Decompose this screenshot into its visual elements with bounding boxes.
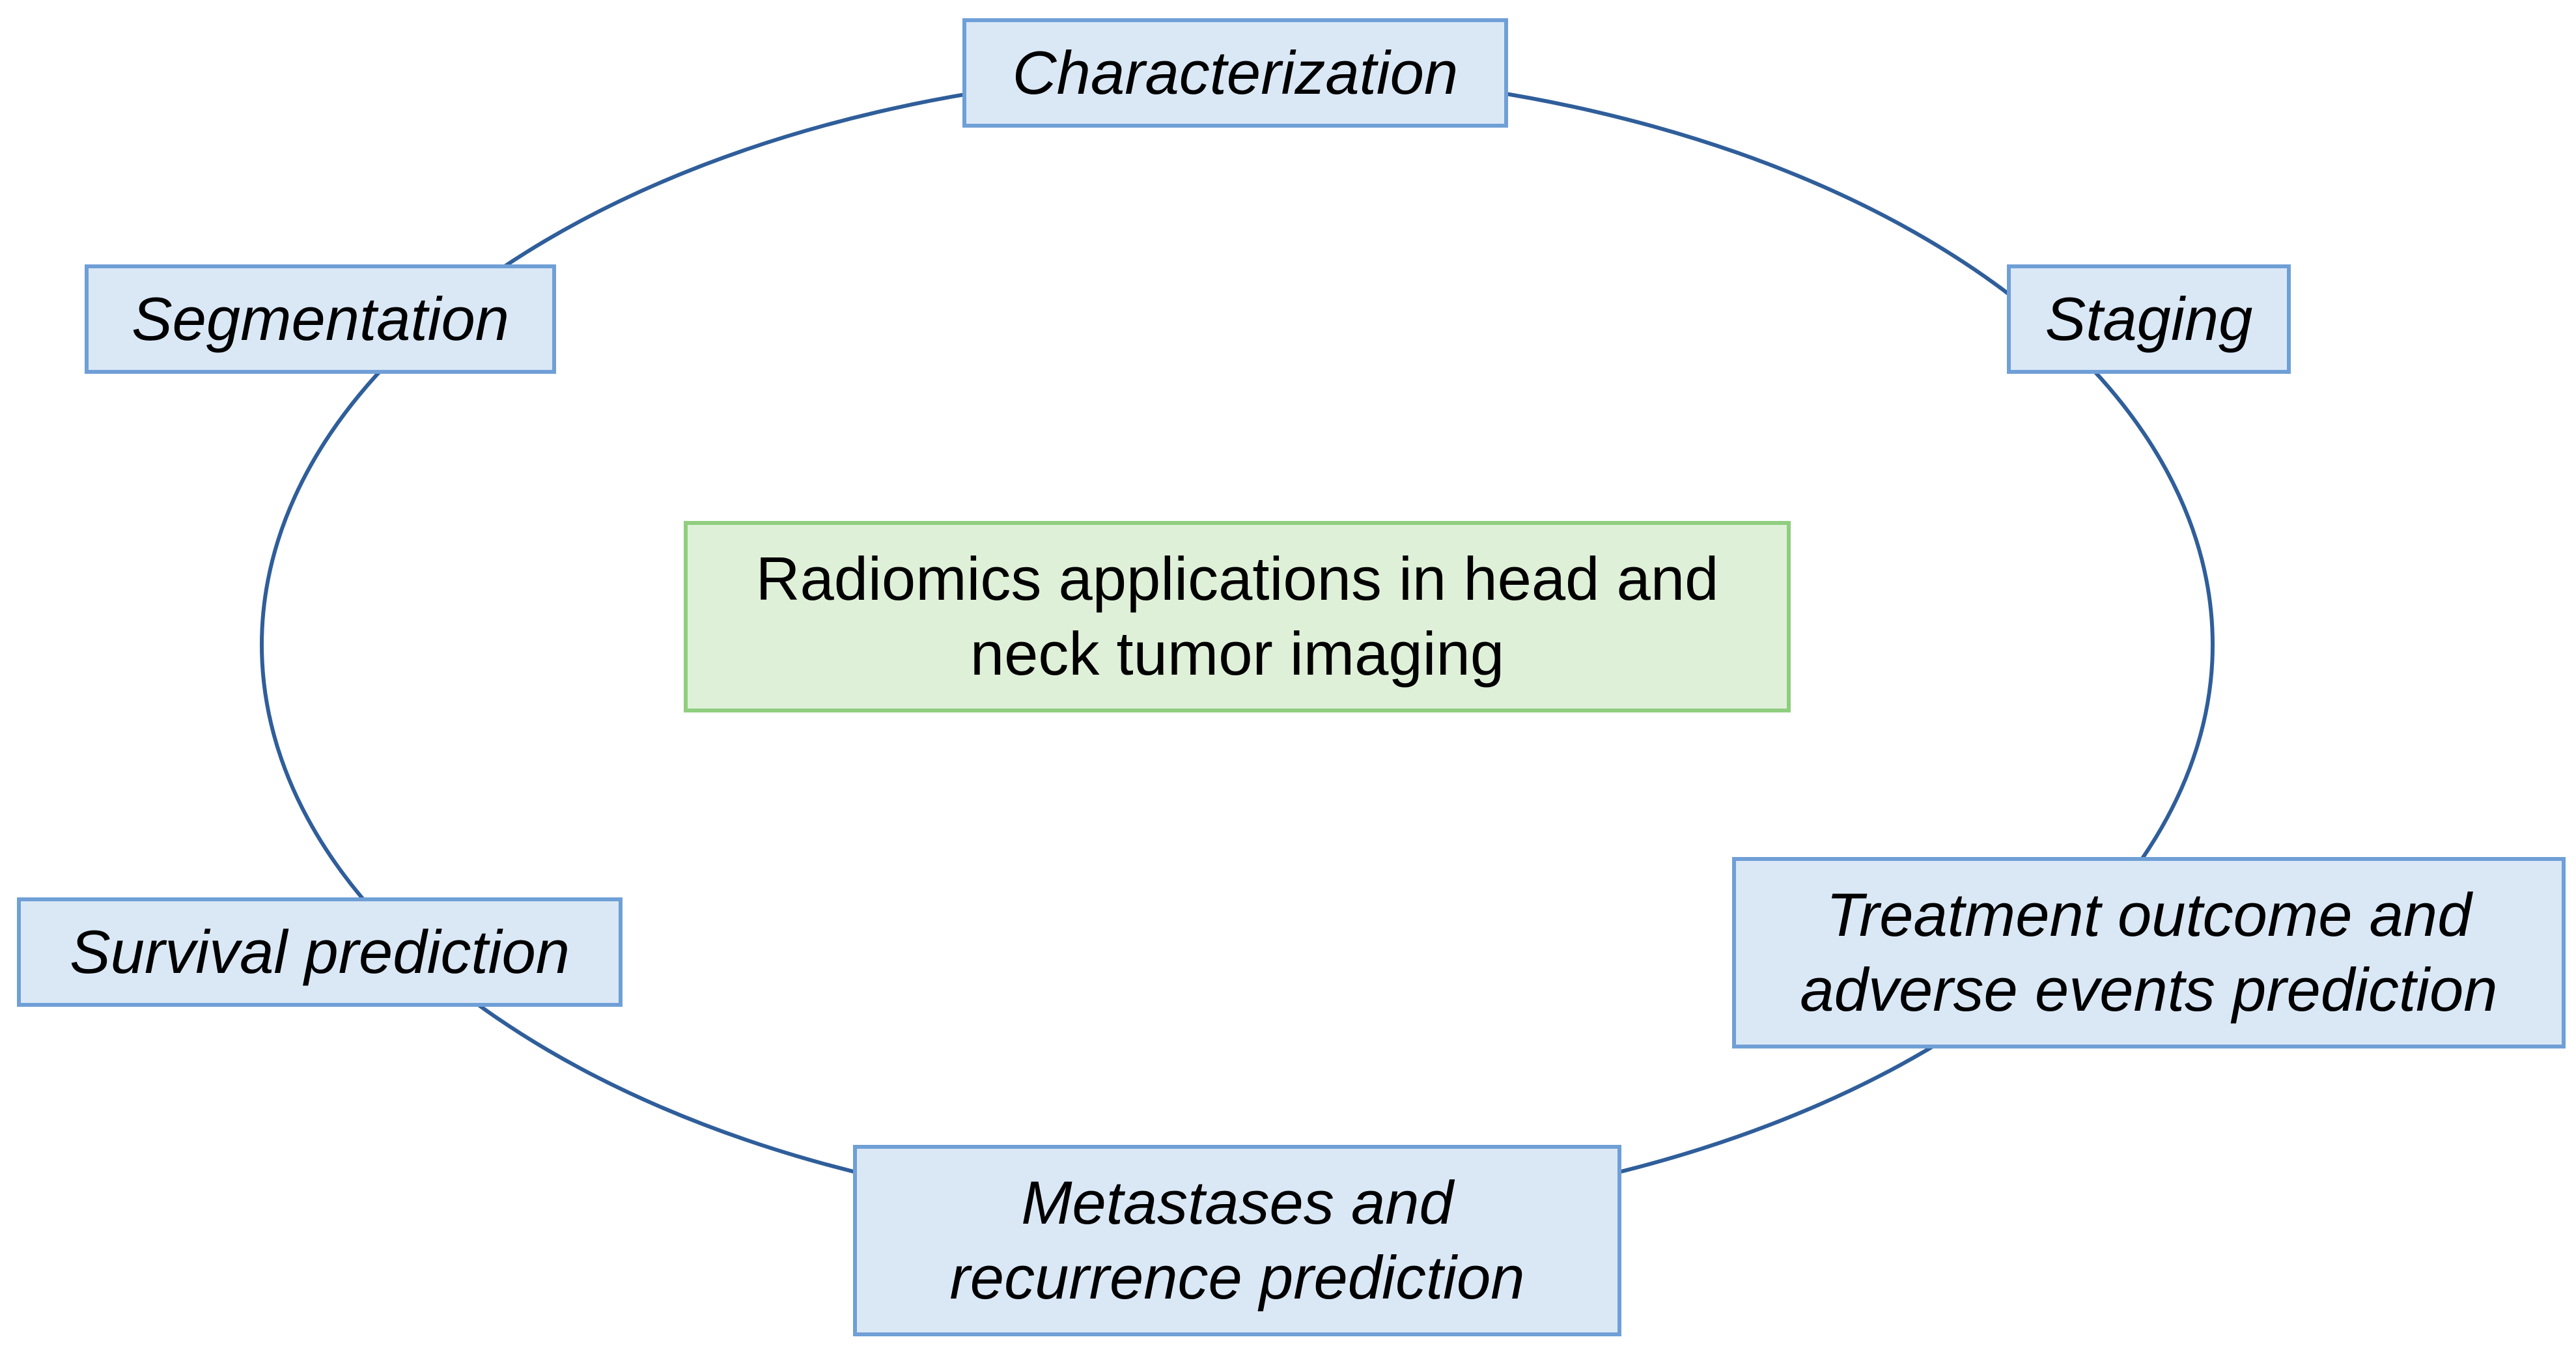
- segmentation-label: Segmentation: [131, 284, 510, 353]
- treatment-outcome-box: Treatment outcome and adverse events pre…: [1732, 857, 2566, 1048]
- staging-label: Staging: [2045, 284, 2253, 353]
- metastases-recurrence-label: Metastases and recurrence prediction: [949, 1168, 1525, 1312]
- survival-prediction-box: Survival prediction: [17, 897, 623, 1007]
- survival-prediction-label: Survival prediction: [69, 917, 570, 986]
- metastases-recurrence-box: Metastases and recurrence prediction: [853, 1145, 1621, 1336]
- central-topic-box: Radiomics applications in head and neck …: [684, 521, 1791, 712]
- segmentation-box: Segmentation: [85, 264, 556, 374]
- central-topic-label: Radiomics applications in head and neck …: [755, 544, 1719, 688]
- staging-box: Staging: [2007, 264, 2291, 374]
- characterization-label: Characterization: [1012, 38, 1459, 107]
- treatment-outcome-label: Treatment outcome and adverse events pre…: [1800, 880, 2498, 1024]
- characterization-box: Characterization: [962, 18, 1508, 128]
